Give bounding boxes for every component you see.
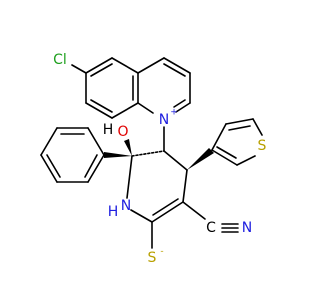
o-hydroxyl-label: O [117,124,128,140]
structure-svg: Cl N + H O S N H C N S - [40,52,267,266]
s-thiolate-label: S [148,250,157,266]
s-thiolate-charge: - [160,247,163,257]
n-quinolinium-label: N [159,112,169,128]
n-quinolinium-charge: + [170,108,178,118]
cl-label: Cl [53,52,67,68]
phenyl-ring [40,127,105,183]
c-nitrile-label: C [206,220,216,236]
quinoline-benzo-ring [85,57,139,119]
h-hydroxyl-label: H [103,122,114,138]
c4-thiophene-wedge [187,148,214,170]
c6-phenyl-wedge [104,152,132,158]
s-thiophene-label: S [258,138,267,154]
h-ring-label: H [108,204,119,220]
c3-to-cn-bond [182,201,206,220]
quinoline-pyridinium-ring [137,57,191,114]
n-ring-label: N [121,198,131,214]
n-nitrile-label: N [242,220,252,236]
molecule-diagram: Cl N + H O S N H C N S - [40,52,267,266]
dihydropyridine-ring [126,150,188,223]
cl-bond [71,64,87,74]
c6-oh-wedge [124,139,132,156]
nitrile-triple-bond [221,223,239,233]
thiophene-ring [211,118,263,166]
